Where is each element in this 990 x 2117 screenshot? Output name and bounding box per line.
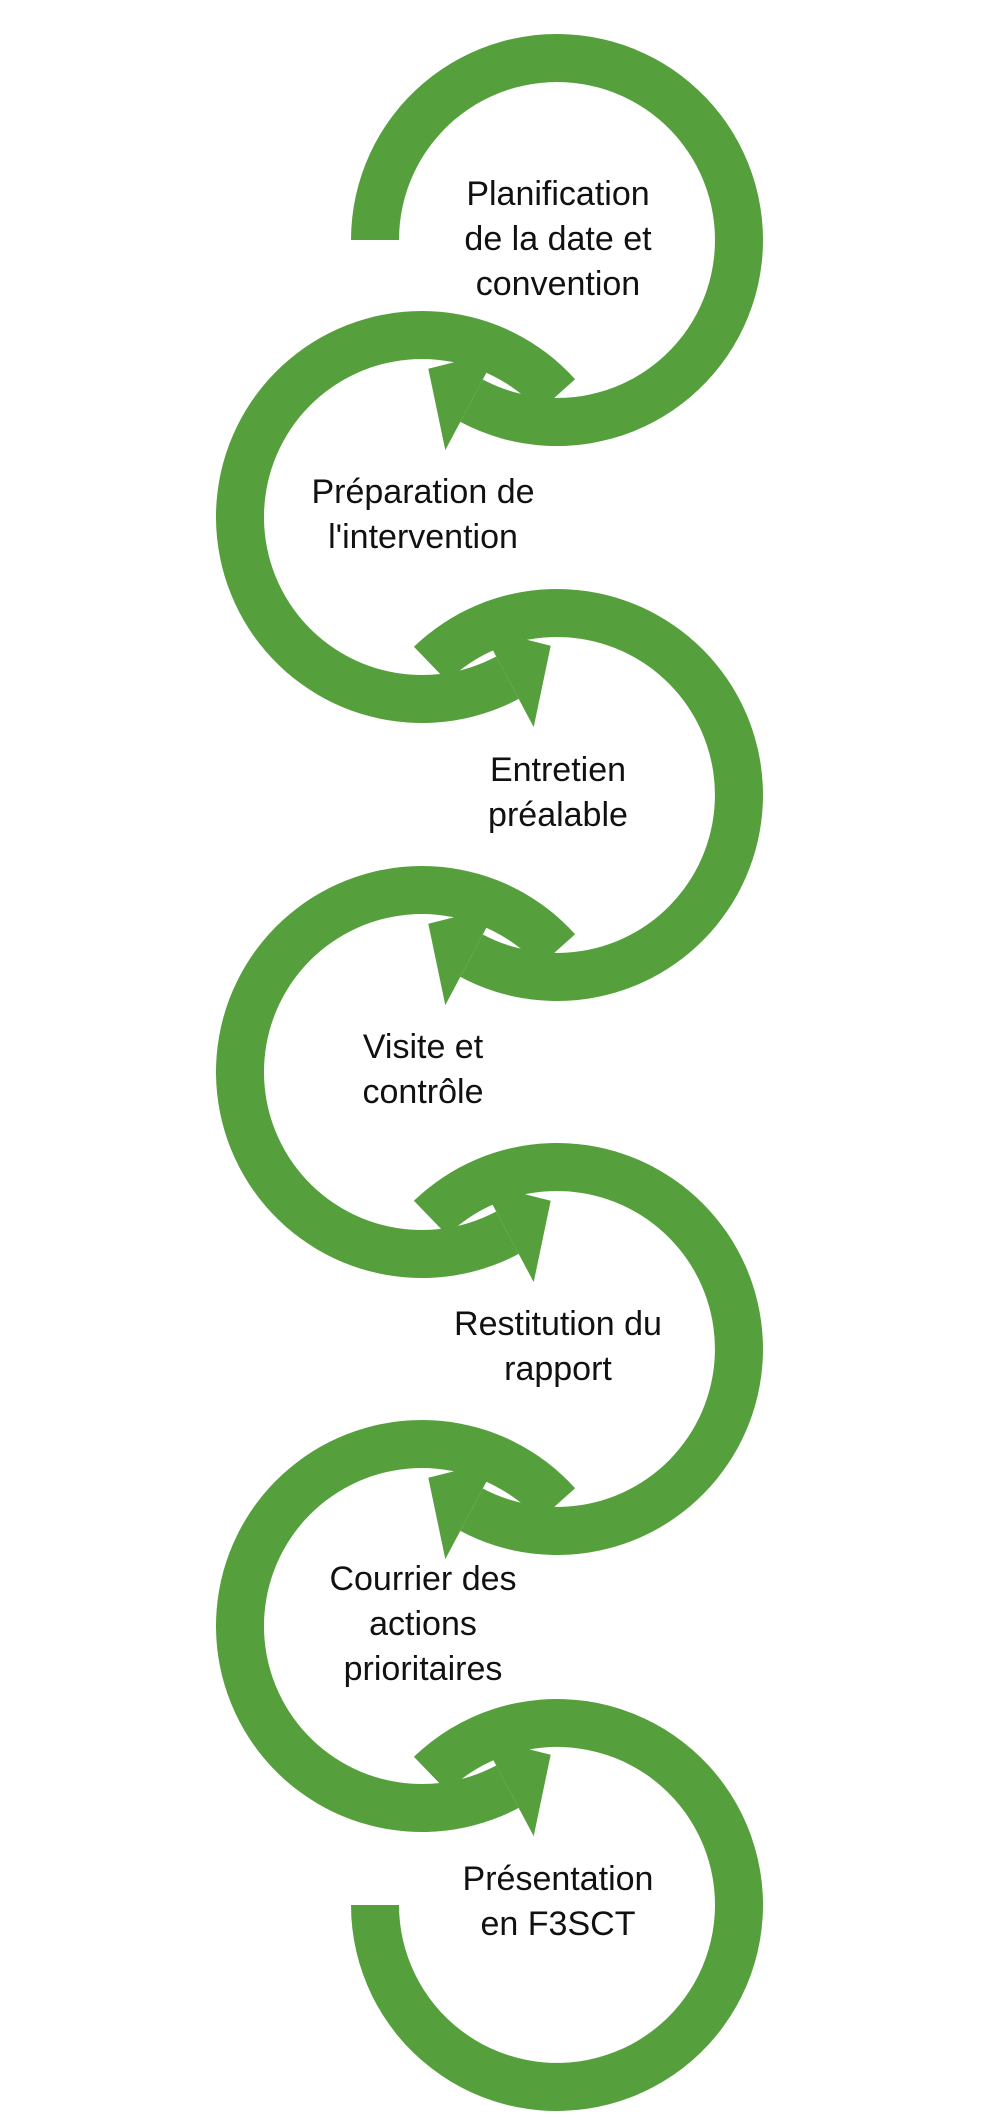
step-3-label: Entretien préalable (488, 751, 628, 834)
step-4-ring (215, 866, 576, 1279)
step-5-label: Restitution du rapport (454, 1305, 662, 1388)
step-2-arrowhead (481, 628, 551, 728)
step-6-label: Courrier des actions prioritaires (329, 1560, 517, 1688)
step-1-label: Planification de la date et convention (464, 175, 652, 303)
step-5-arrowhead (428, 1460, 498, 1560)
step-4-label: Visite et contrôle (362, 1028, 484, 1111)
step-6-arrowhead (481, 1737, 551, 1837)
step-6-ring (215, 1420, 576, 1833)
step-1-arrowhead (428, 351, 498, 451)
step-3-ring (413, 588, 763, 1001)
step-7-label: Présentation en F3SCT (462, 1860, 654, 1943)
arrow-group (215, 34, 763, 2111)
step-5-ring (413, 1142, 763, 1555)
step-2-ring (215, 311, 576, 724)
step-4-arrowhead (481, 1183, 551, 1283)
step-2-label: Préparation de l'intervention (311, 473, 535, 556)
step-3-arrowhead (428, 906, 498, 1006)
